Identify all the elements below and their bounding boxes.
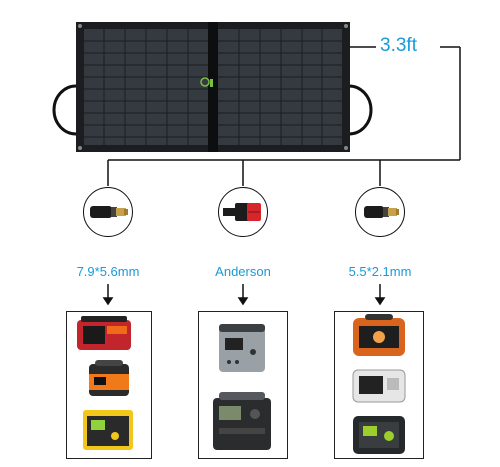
dc-barrel-plug-small-icon xyxy=(364,206,399,218)
anderson-plug-icon xyxy=(223,203,261,221)
connector-label-5.5x2.1: 5.5*2.1mm xyxy=(348,264,412,279)
arrow-middle xyxy=(237,284,249,306)
device-group-middle xyxy=(198,311,288,459)
white-power-station-icon xyxy=(352,369,406,403)
dc-barrel-plug-icon xyxy=(90,206,128,218)
device-group-left-graphic xyxy=(77,316,133,450)
orange-lantern-power-station-icon xyxy=(353,314,405,356)
connector-5.5x2.1-circle xyxy=(355,187,405,237)
connector-7.9x5.6-circle xyxy=(83,187,133,237)
solar-brand-logo-icon xyxy=(200,77,213,87)
black-power-station-icon xyxy=(213,392,271,450)
yellow-power-station-icon xyxy=(83,410,133,450)
device-group-right-graphic xyxy=(352,314,406,454)
connector-anderson-circle xyxy=(218,187,268,237)
cable-length-label: 3.3ft xyxy=(377,35,420,57)
connector-label-anderson: Anderson xyxy=(215,264,271,279)
red-power-station-icon xyxy=(77,316,131,350)
green-power-station-icon xyxy=(353,416,405,454)
device-group-right xyxy=(334,311,424,459)
arrow-right xyxy=(374,284,386,306)
device-group-middle-graphic xyxy=(213,324,271,450)
orange-power-station-icon xyxy=(89,360,129,396)
solar-panel-graphic xyxy=(52,22,373,152)
connector-label-7.9x5.6: 7.9*5.6mm xyxy=(76,264,140,279)
grey-power-station-icon xyxy=(219,324,265,372)
arrow-left xyxy=(102,284,114,306)
device-group-left xyxy=(66,311,152,459)
solar-panel xyxy=(52,20,374,155)
